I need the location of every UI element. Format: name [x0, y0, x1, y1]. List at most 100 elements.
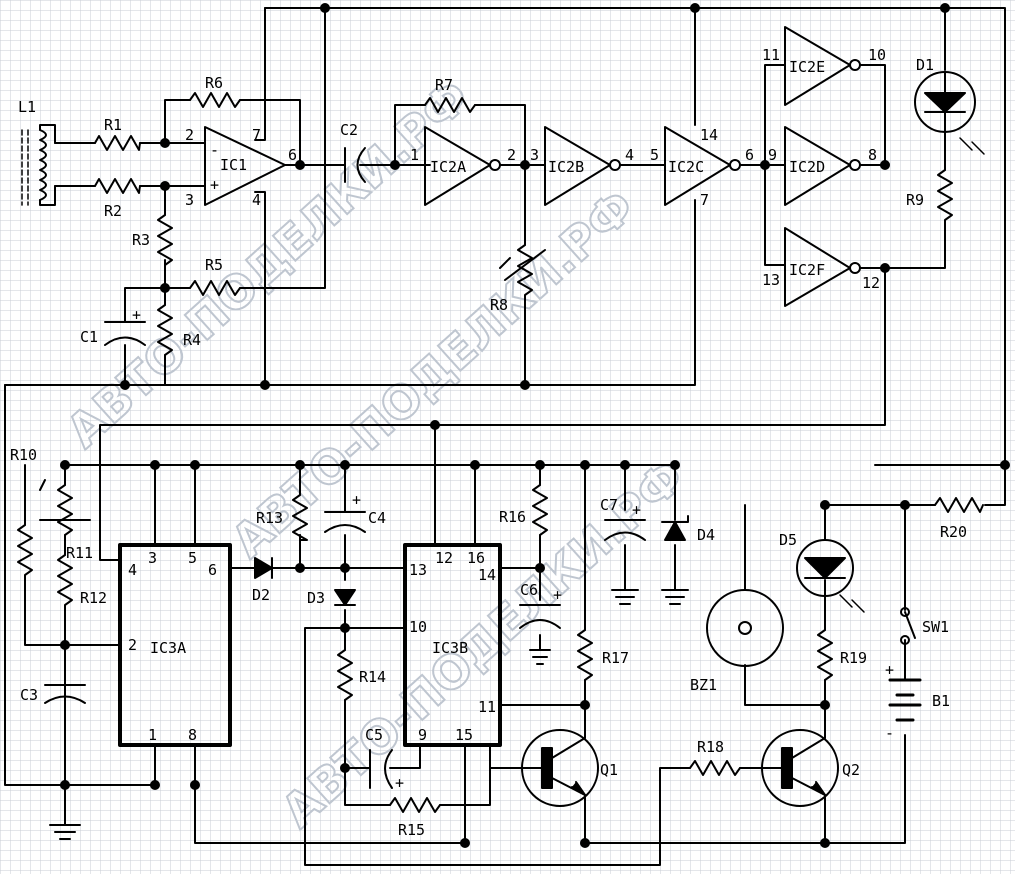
pin-ic3b-16: 16: [467, 549, 485, 567]
inverter-ic2f: [784, 227, 851, 307]
pin-ic3a-4: 4: [128, 561, 137, 579]
label-c5: C5: [365, 726, 383, 744]
label-ic2b: IC2B: [548, 158, 584, 176]
label-r4: R4: [183, 331, 201, 349]
pin-ic3a-5: 5: [188, 549, 197, 567]
battery-b1: [888, 678, 922, 722]
diode-d2: [249, 557, 276, 579]
capacitor-c6: [519, 604, 561, 629]
inverter-ic2b: [544, 126, 611, 206]
pin-ic1-6: 6: [288, 146, 297, 164]
inductor-l1: [21, 124, 56, 206]
resistor-r17: [577, 629, 593, 681]
resistor-r8: [517, 244, 533, 301]
ic1-minus: -: [210, 141, 219, 159]
label-c1: C1: [80, 328, 98, 346]
label-ic2f: IC2F: [789, 261, 825, 279]
resistor-r14: [337, 649, 353, 701]
zener-d4: [661, 515, 689, 541]
pin-ic3b-14: 14: [478, 566, 496, 584]
pin-ic2b-4: 4: [625, 146, 634, 164]
ic1-plus: +: [210, 176, 219, 194]
resistor-r7: [424, 97, 476, 113]
led-d5: [796, 539, 865, 613]
label-r3: R3: [132, 231, 150, 249]
pin-ic3b-15: 15: [455, 726, 473, 744]
c6-plus: +: [553, 586, 562, 604]
wires: [4, 7, 1006, 866]
pin-ic2c-7: 7: [700, 191, 709, 209]
pin-ic3b-10: 10: [409, 618, 427, 636]
resistor-r2: [94, 178, 141, 194]
label-ic2e: IC2E: [789, 58, 825, 76]
resistor-r15: [389, 797, 441, 813]
ground-symbols: [49, 589, 689, 840]
label-r6: R6: [205, 74, 223, 92]
label-r9: R9: [906, 191, 924, 209]
pin-ic3a-1: 1: [148, 726, 157, 744]
resistor-r19: [817, 629, 833, 681]
resistor-r12: [57, 554, 73, 611]
label-c7: C7: [600, 496, 618, 514]
resistor-r3: [157, 214, 173, 266]
pin-ic2e-10: 10: [868, 46, 886, 64]
label-l1: L1: [18, 98, 36, 116]
label-r14: R14: [359, 668, 386, 686]
label-d4: D4: [697, 526, 715, 544]
opamp-ic1: [204, 126, 286, 206]
pin-ic3a-6: 6: [208, 561, 217, 579]
inverter-ic2a: [424, 126, 491, 206]
label-r7: R7: [435, 76, 453, 94]
label-r5: R5: [205, 256, 223, 274]
ic3a-body: [118, 543, 232, 747]
label-c6: C6: [520, 581, 538, 599]
resistor-r13: [292, 494, 308, 541]
label-ic3b: IC3B: [432, 639, 468, 657]
label-d5: D5: [779, 531, 797, 549]
pin-ic2e-11: 11: [762, 46, 780, 64]
switch-sw1: [900, 607, 916, 645]
pin-ic3b-9: 9: [418, 726, 427, 744]
c7-plus: +: [632, 501, 641, 519]
c5-plus: +: [395, 774, 404, 792]
pin-ic2c-5: 5: [650, 146, 659, 164]
label-ic2c: IC2C: [668, 158, 704, 176]
label-q1: Q1: [600, 761, 618, 779]
resistor-r16: [532, 484, 548, 536]
pin-ic2d-9: 9: [768, 146, 777, 164]
label-r11: R11: [66, 544, 93, 562]
label-r10: R10: [10, 446, 37, 464]
capacitor-c5: [369, 749, 393, 789]
label-ic1: IC1: [220, 156, 247, 174]
pin-ic2c-6: 6: [745, 146, 754, 164]
label-c3: C3: [20, 686, 38, 704]
label-ic2a: IC2A: [430, 158, 466, 176]
pin-ic2c-14: 14: [700, 126, 718, 144]
c1-plus: +: [132, 306, 141, 324]
capacitor-c2: [344, 147, 366, 183]
label-b1: B1: [932, 692, 950, 710]
r11-trim-arrow: [39, 479, 91, 521]
pin-ic3a-8: 8: [188, 726, 197, 744]
c4-plus: +: [352, 491, 361, 509]
labels: L1 R1 R2 R3 R4 R5 R6 R7 R8 R9 R10 R11 R1…: [10, 46, 967, 839]
pin-ic3b-13: 13: [409, 561, 427, 579]
label-r16: R16: [499, 508, 526, 526]
r8-trim-arrow: [499, 249, 546, 281]
resistor-r1: [94, 135, 141, 151]
label-r2: R2: [104, 202, 122, 220]
pin-ic2f-13: 13: [762, 271, 780, 289]
transistor-q1: [519, 729, 599, 807]
label-r8: R8: [490, 296, 508, 314]
label-c4: C4: [368, 509, 386, 527]
pin-ic2f-12: 12: [862, 274, 880, 292]
resistor-r11: [57, 484, 73, 536]
pin-ic3a-2: 2: [128, 636, 137, 654]
capacitor-c7: [604, 519, 646, 541]
b1-minus: -: [885, 724, 894, 742]
resistor-r10: [17, 524, 33, 581]
diode-d3: [334, 589, 356, 606]
inverter-ic2d: [784, 126, 851, 206]
buzzer-bz1: [706, 589, 784, 667]
led-d1: [914, 71, 985, 155]
